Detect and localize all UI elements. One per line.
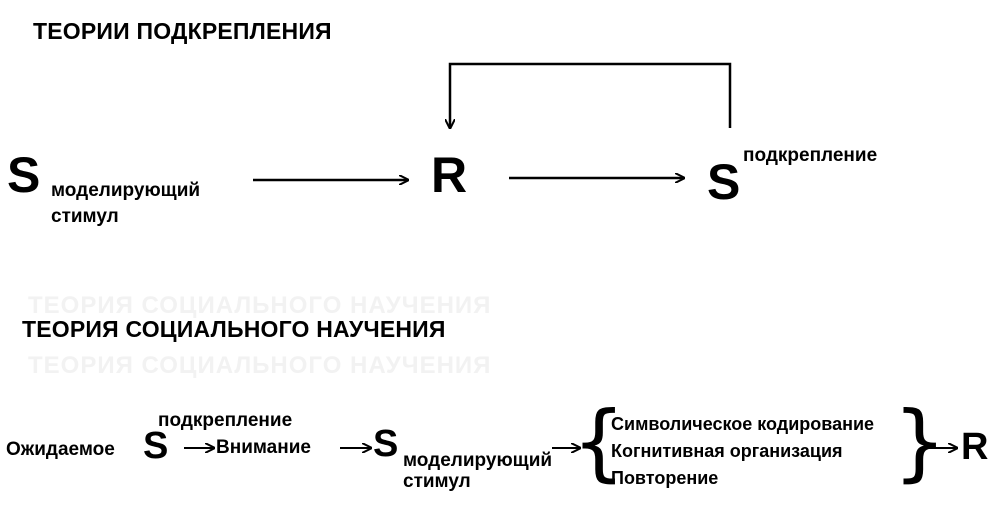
reinforcement-stimulus-s: S [707, 154, 741, 210]
social-modeling-stimulus-label: моделирующий [403, 450, 553, 471]
background-watermark-text: ТЕОРИЯ СОЦИАЛЬНОГО НАУЧЕНИЯ [28, 352, 492, 379]
reinforcement-title: ТЕОРИИ ПОДКРЕПЛЕНИЯ [33, 18, 332, 44]
reinforcement-label: подкрепление [743, 145, 878, 166]
process-item: Когнитивная организация [611, 441, 843, 461]
process-item: Повторение [611, 468, 719, 488]
modeling-stimulus-label-2: стимул [51, 206, 119, 227]
feedback-loop-arrow [450, 62, 732, 128]
expected-stimulus-s: S [143, 425, 169, 467]
expected-reinforcement-label: подкрепление [158, 410, 293, 431]
response-r: R [431, 147, 468, 203]
social-modeling-stimulus-label-2: стимул [403, 471, 471, 492]
social-response-r: R [961, 426, 989, 468]
social-learning-title: ТЕОРИЯ СОЦИАЛЬНОГО НАУЧЕНИЯ [22, 316, 446, 342]
process-item: Символическое кодирование [611, 414, 875, 434]
right-brace: } [893, 393, 947, 491]
expected-label: Ожидаемое [6, 439, 115, 460]
attention-label: Внимание [216, 437, 311, 458]
social-modeling-stimulus-s: S [373, 423, 399, 465]
modeling-stimulus-s: S [7, 147, 41, 203]
left-brace: { [572, 393, 626, 491]
background-watermark-text: ТЕОРИЯ СОЦИАЛЬНОГО НАУЧЕНИЯ [28, 292, 492, 319]
modeling-stimulus-label: моделирующий [51, 180, 201, 201]
